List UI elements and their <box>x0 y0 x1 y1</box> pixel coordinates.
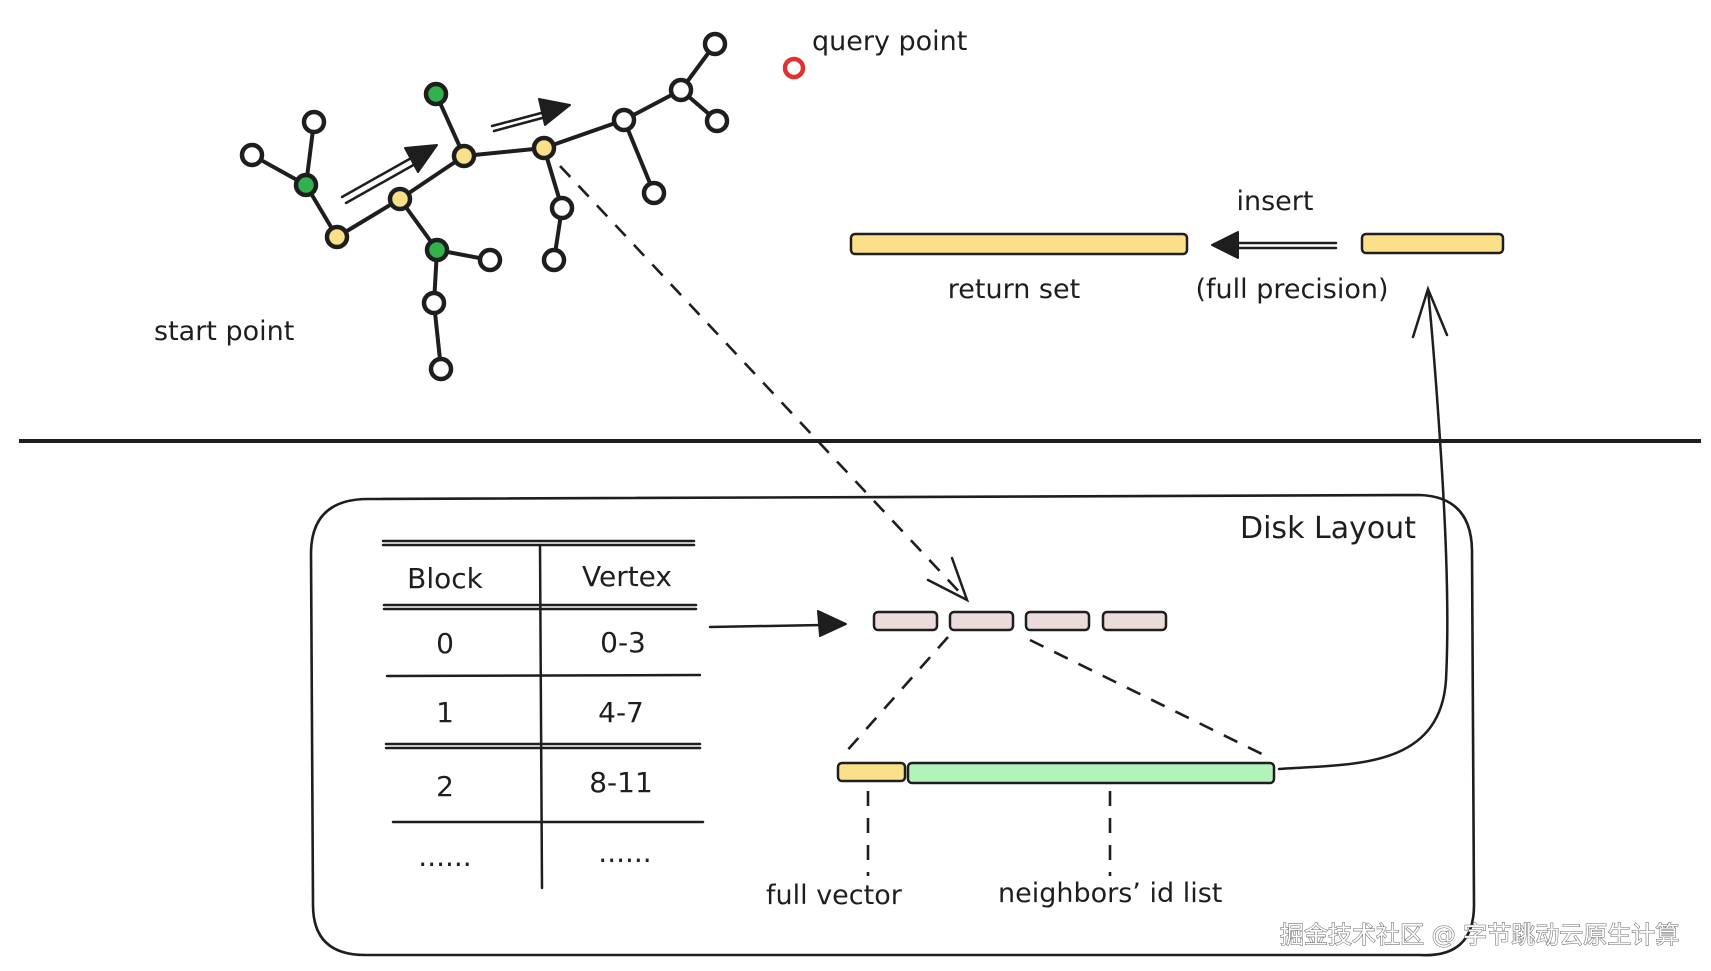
traversal-arrow-2 <box>490 98 571 133</box>
graph-node-unvisited <box>702 31 728 57</box>
graph-node-unvisited <box>428 356 454 382</box>
table-to-blocks-arrowhead <box>817 610 847 637</box>
graph-node-unvisited <box>301 109 327 135</box>
table-cell-block-0: 0 <box>436 627 454 660</box>
graph-node-unvisited <box>239 142 265 168</box>
graph-nodes <box>239 31 730 382</box>
table-cell-block-1: 1 <box>436 696 454 729</box>
graph-node-neighbor <box>423 81 449 107</box>
table-to-blocks-arrow <box>708 623 824 629</box>
return-set-bar <box>849 232 1189 256</box>
full-vector-label: full vector <box>766 880 903 911</box>
insert-label: insert <box>1237 186 1314 217</box>
neighbor-list-segment <box>906 761 1276 785</box>
table-cell-vertex-0: 0-3 <box>600 626 646 659</box>
watermark: 掘金技术社区 @ 字节跳动云原生计算 <box>1280 921 1679 949</box>
graph-edge <box>335 197 402 239</box>
table-cell-block-more: ...... <box>418 840 471 873</box>
graph-node-visited <box>451 143 477 169</box>
graph-node-unvisited <box>611 107 637 133</box>
disk-block <box>1024 610 1091 632</box>
table-header-vertex: Vertex <box>582 560 672 593</box>
table-cell-block-2: 2 <box>436 770 454 803</box>
disk-block <box>1101 610 1168 632</box>
disk-block <box>948 610 1015 632</box>
table-cell-vertex-more: ...... <box>598 836 651 869</box>
graph-node-visited <box>531 135 557 161</box>
disk-blocks <box>872 610 1168 632</box>
insert-arrow <box>1211 231 1338 259</box>
table-cell-vertex-1: 4-7 <box>598 696 644 729</box>
graph-node-visited <box>324 224 350 250</box>
fetch-to-result-arrow <box>1277 288 1449 771</box>
graph-edge <box>542 118 626 150</box>
expand-dashed-left <box>844 636 949 754</box>
graph-node-unvisited <box>668 77 694 103</box>
graph-edge <box>462 146 546 158</box>
expand-dashed-right <box>1029 638 1271 760</box>
neighbor-list-label: neighbors’ id list <box>998 878 1222 909</box>
graph-node-neighbor <box>424 237 450 263</box>
query-point-label: query point <box>812 26 967 57</box>
graph-node-unvisited <box>541 247 567 273</box>
query-point-marker <box>782 56 806 80</box>
return-set-label: return set <box>948 274 1080 305</box>
traversal-arrow-1 <box>340 144 438 205</box>
graph-edge <box>622 118 656 195</box>
block-vertex-table <box>381 539 705 890</box>
node-to-block-arrowhead <box>926 556 970 603</box>
graph-node-visited <box>387 186 413 212</box>
disk-block <box>872 610 939 632</box>
table-cell-vertex-2: 8-11 <box>589 766 653 799</box>
full-precision-label: (full precision) <box>1195 274 1388 305</box>
fetch-to-result-arrowhead <box>1411 285 1449 339</box>
disk-layout-title: Disk Layout <box>1240 511 1416 546</box>
graph-node-neighbor <box>293 172 319 198</box>
graph-edge <box>398 154 466 201</box>
full-vector-segment <box>836 761 907 783</box>
graph-node-unvisited <box>549 195 575 221</box>
node-to-block-dashed-line <box>559 165 966 599</box>
graph-node-unvisited <box>704 108 730 134</box>
graph-node-unvisited <box>641 180 667 206</box>
graph-edges <box>250 42 719 371</box>
graph-node-unvisited <box>477 247 503 273</box>
graph-node-unvisited <box>421 290 447 316</box>
disk-layout-frame <box>309 493 1476 957</box>
start-point-label: start point <box>154 316 294 347</box>
candidate-vector-bar <box>1360 232 1505 255</box>
table-header-block: Block <box>407 562 484 595</box>
